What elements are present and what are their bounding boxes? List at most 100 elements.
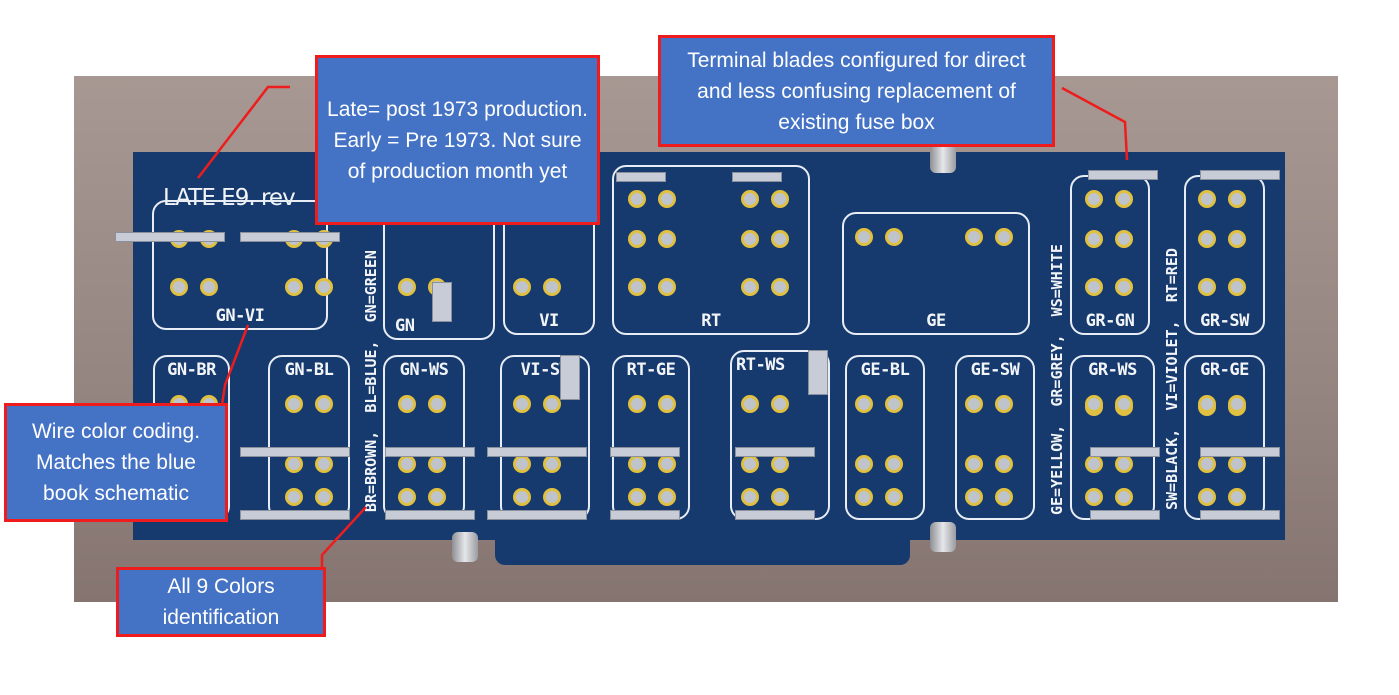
solder-pad: [1085, 488, 1103, 506]
module-label: GN-VI: [215, 306, 265, 326]
terminal-blade: [610, 510, 680, 520]
solder-pad: [543, 488, 561, 506]
module-label: GE-SW: [970, 360, 1020, 380]
module-gn-vi: GN-VI: [152, 200, 328, 330]
module-label: GR-SW: [1200, 311, 1249, 331]
solder-pad: [1228, 278, 1246, 296]
solder-pad: [543, 395, 561, 413]
terminal-blade: [115, 232, 225, 242]
solder-pad: [1198, 190, 1216, 208]
solder-pad: [1228, 488, 1246, 506]
solder-pad: [628, 395, 646, 413]
terminal-blade: [732, 172, 782, 182]
solder-pad: [771, 278, 789, 296]
solder-pad: [855, 228, 873, 246]
solder-pad: [658, 278, 676, 296]
terminal-blade: [616, 172, 666, 182]
solder-pad: [965, 228, 983, 246]
solder-pad: [628, 488, 646, 506]
module-rt: RT: [612, 165, 810, 335]
solder-pad: [885, 488, 903, 506]
terminal-blade: [385, 447, 475, 457]
terminal-blade: [1090, 447, 1160, 457]
solder-pad: [315, 395, 333, 413]
solder-pad: [658, 230, 676, 248]
terminal-blade: [560, 355, 580, 400]
solder-pad: [1198, 488, 1216, 506]
solder-pad: [1115, 395, 1133, 413]
solder-pad: [741, 190, 759, 208]
solder-pad: [1198, 395, 1216, 413]
solder-pad: [1228, 395, 1246, 413]
terminal-blade: [808, 350, 828, 395]
terminal-blade: [385, 510, 475, 520]
solder-pad: [965, 488, 983, 506]
board-tab-bottom: [495, 535, 910, 565]
solder-pad: [315, 278, 333, 296]
solder-pad: [398, 278, 416, 296]
solder-pad: [543, 278, 561, 296]
solder-pad: [628, 190, 646, 208]
terminal-blade: [432, 282, 452, 322]
module-label: GR-WS: [1088, 360, 1137, 380]
solder-pad: [1115, 278, 1133, 296]
callout-wire-color-coding: Wire color coding. Matches the blue book…: [4, 403, 228, 522]
solder-pad: [658, 395, 676, 413]
terminal-blade: [487, 510, 587, 520]
solder-pad: [885, 455, 903, 473]
solder-pad: [1085, 395, 1103, 413]
solder-pad: [398, 395, 416, 413]
solder-pad: [1198, 278, 1216, 296]
solder-pad: [428, 395, 446, 413]
module-label: GN-BR: [167, 360, 216, 380]
solder-pad: [1085, 230, 1103, 248]
solder-pad: [1115, 230, 1133, 248]
solder-pad: [1085, 190, 1103, 208]
module-label: GE-BL: [860, 360, 910, 380]
callout-revision: Late= post 1973 production. Early = Pre …: [315, 55, 600, 225]
solder-pad: [741, 278, 759, 296]
solder-pad: [398, 488, 416, 506]
terminal-blade: [240, 510, 350, 520]
solder-pad: [965, 455, 983, 473]
solder-pad: [855, 455, 873, 473]
module-label: GN: [395, 316, 415, 336]
solder-pad: [315, 488, 333, 506]
solder-pad: [428, 488, 446, 506]
solder-pad: [628, 278, 646, 296]
solder-pad: [855, 395, 873, 413]
solder-pad: [1198, 230, 1216, 248]
solder-pad: [771, 230, 789, 248]
module-label: GR-GE: [1200, 360, 1249, 380]
terminal-blade: [610, 447, 680, 457]
solder-pad: [285, 395, 303, 413]
module-ge: GE: [842, 212, 1030, 335]
module-label: GE: [926, 311, 946, 331]
solder-pad: [771, 190, 789, 208]
module-label: RT-WS: [736, 355, 785, 375]
terminal-blade: [1200, 510, 1280, 520]
terminal-blade: [240, 232, 340, 242]
module-ge-bl: GE-BL: [845, 355, 925, 520]
module-label: GN-WS: [399, 360, 449, 380]
module-label: RT: [701, 311, 721, 331]
module-label: RT-GE: [626, 360, 676, 380]
solder-pad: [741, 395, 759, 413]
callout-terminal-blades: Terminal blades configured for direct an…: [658, 35, 1055, 147]
solder-pad: [170, 278, 188, 296]
solder-pad: [771, 488, 789, 506]
standoff-bottom: [930, 522, 956, 552]
solder-pad: [1228, 190, 1246, 208]
solder-pad: [513, 278, 531, 296]
terminal-blade: [240, 447, 350, 457]
solder-pad: [1115, 190, 1133, 208]
solder-pad: [658, 190, 676, 208]
terminal-blade: [1090, 510, 1160, 520]
solder-pad: [741, 230, 759, 248]
solder-pad: [885, 228, 903, 246]
solder-pad: [1228, 230, 1246, 248]
solder-pad: [285, 488, 303, 506]
solder-pad: [965, 395, 983, 413]
terminal-blade: [1200, 170, 1280, 180]
